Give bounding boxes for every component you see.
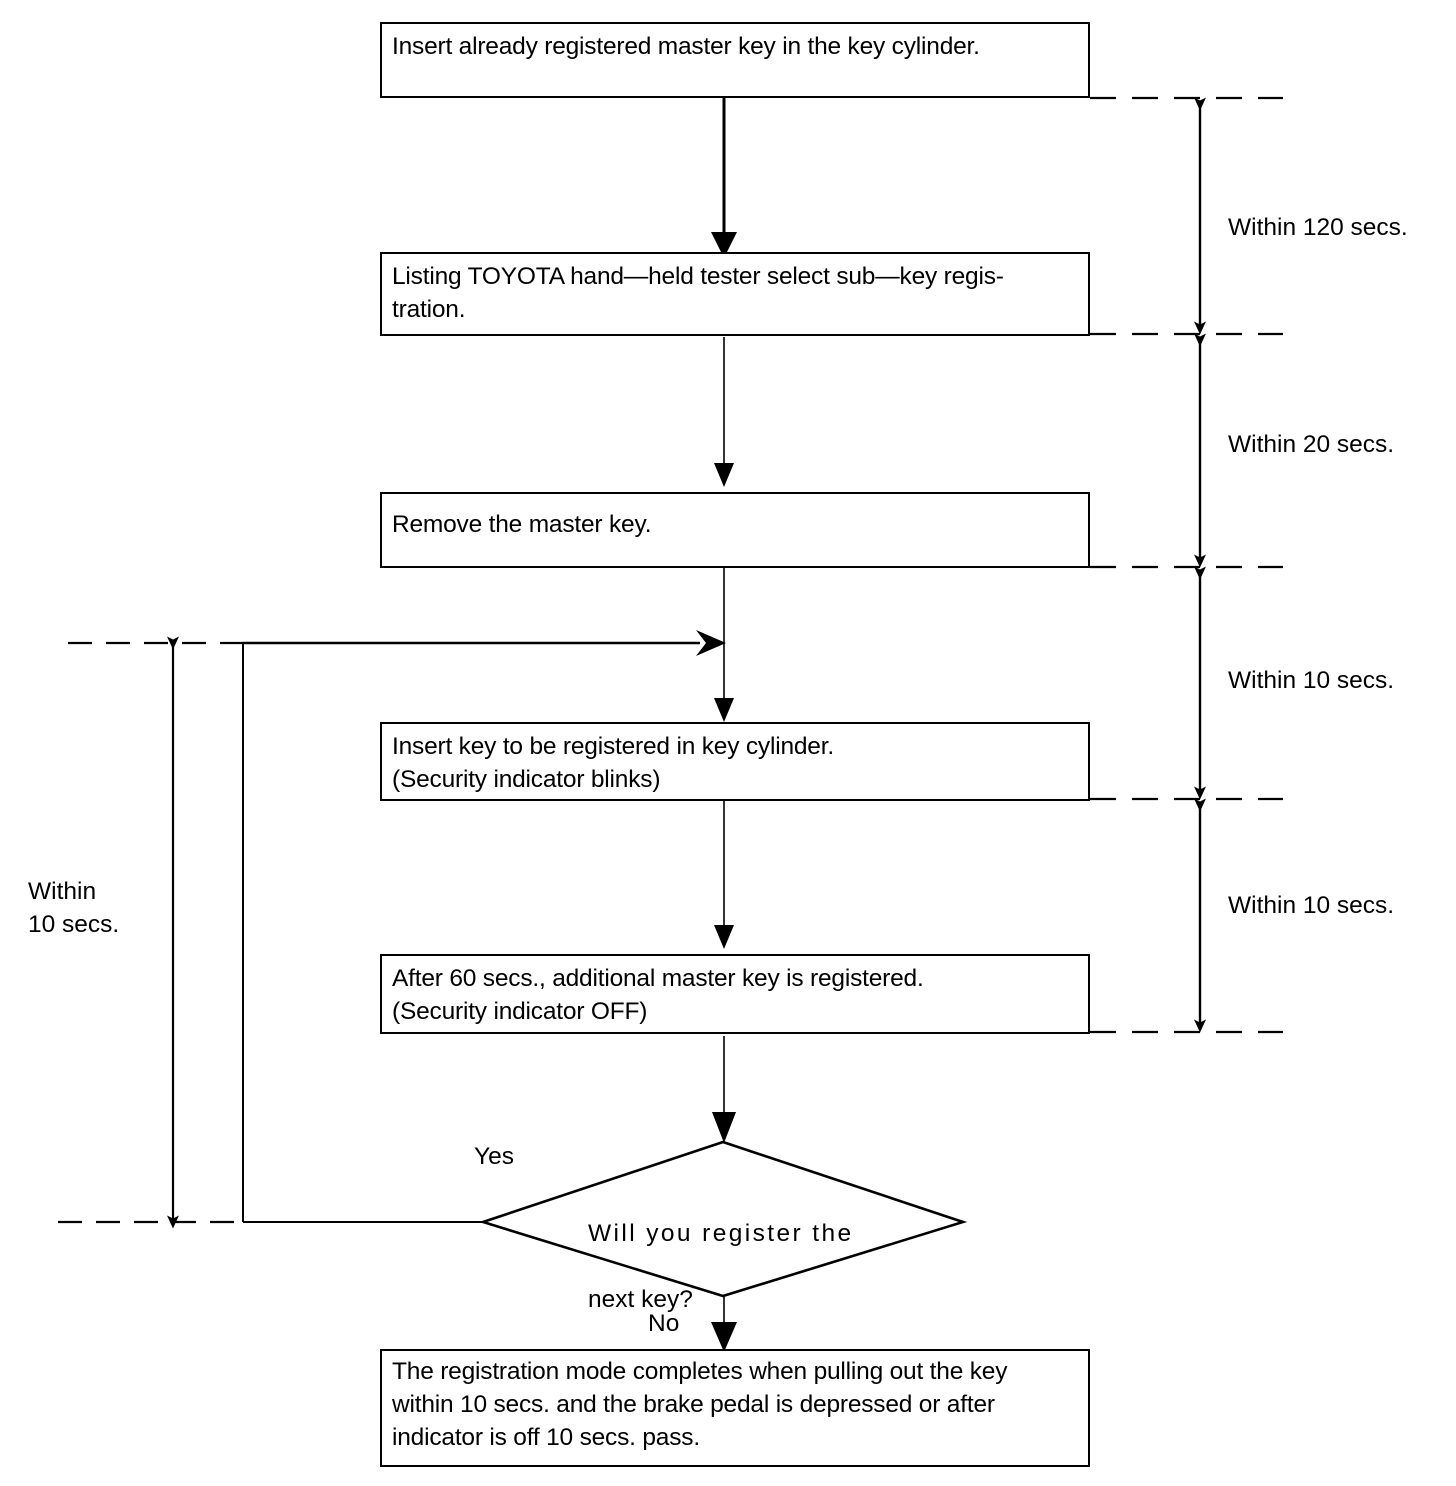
process-box-step2-text: Listing TOYOTA hand—held tester select s… bbox=[392, 263, 1004, 323]
decision-label: Will you register the next key? bbox=[588, 1184, 918, 1349]
timing-label-left-within-10-secs: Within 10 secs. bbox=[28, 878, 120, 938]
edge-step2-step3 bbox=[714, 337, 734, 487]
process-box-step4-text: Insert key to be registered in key cylin… bbox=[392, 733, 834, 793]
timing-label-within-10-secs-b: Within 10 secs. bbox=[1228, 892, 1395, 919]
branch-label-yes: Yes bbox=[474, 1143, 514, 1170]
process-box-step3: Remove the master key. bbox=[380, 492, 1090, 568]
branch-label-no: No bbox=[648, 1310, 680, 1337]
process-box-step3-text: Remove the master key. bbox=[392, 511, 652, 538]
process-box-step5: After 60 secs., additional master key is… bbox=[380, 954, 1090, 1034]
decision-label-line2: next key? bbox=[588, 1286, 693, 1313]
timing-label-within-10-secs-a: Within 10 secs. bbox=[1228, 667, 1395, 694]
timing-label-within-120-secs: Within 120 secs. bbox=[1228, 214, 1408, 241]
process-box-step6-text: The registration mode completes when pul… bbox=[392, 1358, 1008, 1451]
timing-label-within-20-secs: Within 20 secs. bbox=[1228, 431, 1395, 458]
decision-diamond bbox=[478, 1140, 968, 1298]
process-box-step1: Insert already registered master key in … bbox=[380, 22, 1090, 98]
decision-label-line1: Will you register the bbox=[588, 1220, 854, 1247]
edge-loop-back-yes bbox=[242, 630, 726, 1223]
process-box-step2: Listing TOYOTA hand—held tester select s… bbox=[380, 252, 1090, 336]
process-box-step5-text: After 60 secs., additional master key is… bbox=[392, 965, 924, 1025]
edge-step4-step5 bbox=[714, 800, 734, 949]
edge-step5-decision bbox=[712, 1036, 736, 1143]
right-timing-guides bbox=[1090, 96, 1283, 1034]
edge-step3-step4 bbox=[714, 568, 734, 722]
edge-step1-step2 bbox=[711, 96, 737, 258]
edge-decision-step6 bbox=[711, 1296, 737, 1352]
left-timing-guides bbox=[58, 641, 243, 1224]
process-box-step4: Insert key to be registered in key cylin… bbox=[380, 722, 1090, 801]
process-box-step1-text: Insert already registered master key in … bbox=[392, 33, 980, 60]
process-box-step6: The registration mode completes when pul… bbox=[380, 1349, 1090, 1467]
